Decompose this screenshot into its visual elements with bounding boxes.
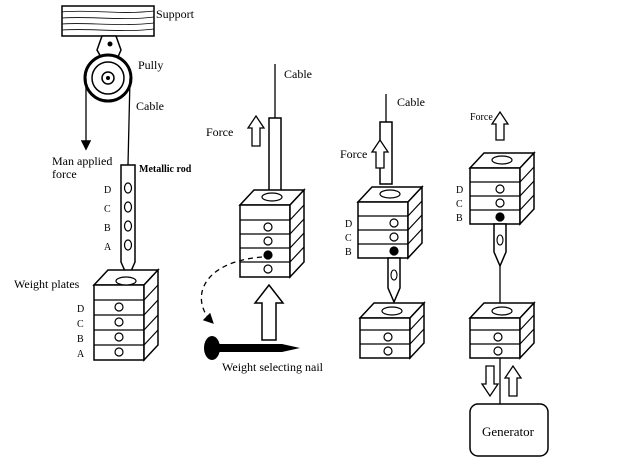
down-arrow-4 xyxy=(480,365,500,398)
up-arrow-4 xyxy=(503,364,523,397)
rod-2 xyxy=(268,117,282,194)
weight-stack-1 xyxy=(92,268,160,362)
support-beam xyxy=(61,5,155,37)
cable-label-3: Cable xyxy=(397,95,425,109)
plate-letter-b-3: B xyxy=(345,247,352,258)
plate-letter-c-3: C xyxy=(345,233,352,244)
generator-label: Generator xyxy=(482,424,535,439)
pully-label: Pully xyxy=(138,58,163,72)
plate-letter-c-4: C xyxy=(456,199,463,210)
cable-1 xyxy=(127,77,131,166)
rod-letter-a: A xyxy=(104,242,112,253)
plate-letter-c-1: C xyxy=(77,319,84,330)
rod-letter-b: B xyxy=(104,223,111,234)
weight-stack-3-lower xyxy=(358,301,426,360)
force-up-arrow-3 xyxy=(370,138,390,169)
weight-stack-4-upper xyxy=(468,151,536,226)
weight-selecting-nail-label: Weight selecting nail xyxy=(222,360,324,374)
weight-stack-2 xyxy=(238,188,306,279)
man-applied-force-label: Man applied force xyxy=(52,154,115,181)
weight-selecting-nail xyxy=(204,336,300,360)
panel-2-nail-removed: Cable Force xyxy=(200,64,324,374)
force-up-arrow-4 xyxy=(490,110,510,141)
plate-letter-b-1: B xyxy=(77,334,84,345)
metallic-rod-label: Metallic rod xyxy=(139,164,192,175)
force-label-2: Force xyxy=(206,125,233,139)
plate-letter-b-4: B xyxy=(456,213,463,224)
weight-plates-label: Weight plates xyxy=(14,277,80,291)
weight-stack-3-upper xyxy=(356,185,424,260)
force-up-arrow-2 xyxy=(246,114,266,147)
weight-stack-4-lower xyxy=(468,301,536,360)
nail-removal-dashed-arrow xyxy=(200,256,263,324)
panel-3-lifting: Cable Force D C B xyxy=(340,94,426,360)
support-label: Support xyxy=(156,7,195,21)
plate-letter-d-4: D xyxy=(456,185,463,196)
generator-box xyxy=(469,403,549,457)
plate-letter-d-3: D xyxy=(345,219,352,230)
panel-1-pulley-setup: Support Pully Cable Man applied force xyxy=(14,5,195,362)
cable-label-2: Cable xyxy=(284,67,312,81)
plate-letter-a-1: A xyxy=(77,349,85,360)
rod-letter-d: D xyxy=(104,185,111,196)
rod-letter-c: C xyxy=(104,204,111,215)
plate-letter-d-1: D xyxy=(77,304,84,315)
metallic-rod xyxy=(120,164,136,280)
cable-label-1: Cable xyxy=(136,99,164,113)
force-label-3: Force xyxy=(340,147,367,161)
big-up-arrow-2 xyxy=(253,283,285,341)
pulley-wheel xyxy=(83,53,133,103)
panel-4-generator: Force D C B xyxy=(456,110,549,457)
force-label-4: Force xyxy=(470,112,493,123)
